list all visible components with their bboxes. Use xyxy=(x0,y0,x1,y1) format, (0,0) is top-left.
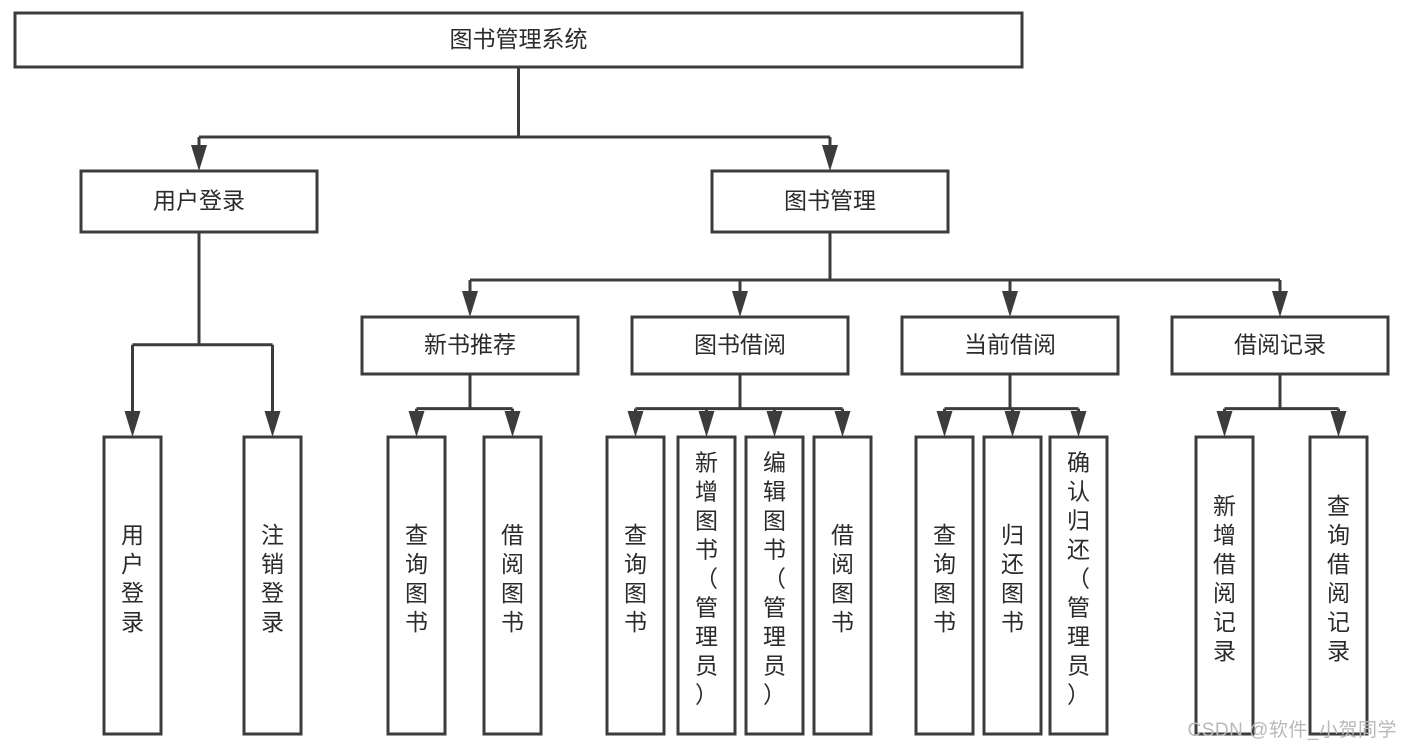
node-current-borrow[interactable]: 当前借阅 xyxy=(900,315,1120,376)
nodes-layer: 图书管理系统用户登录图书管理新书推荐图书借阅当前借阅借阅记录用户登录注销登录查询… xyxy=(13,11,1390,736)
node-label-leaf-query-book-bb: 查询图书 xyxy=(624,522,647,635)
watermark-label: CSDN @软件_小贺同学 xyxy=(1187,720,1397,741)
node-box-leaf-query-book-cb xyxy=(914,435,975,736)
node-label-new-book-recommend: 新书推荐 xyxy=(424,332,516,358)
node-box-borrow-record xyxy=(1170,315,1390,376)
node-label-user-login: 用户登录 xyxy=(153,188,245,214)
node-leaf-confirm-return[interactable]: 确认归还（管理员） xyxy=(1048,435,1109,736)
node-label-leaf-confirm-return: 确认归还（管理员） xyxy=(1067,450,1090,708)
node-box-leaf-edit-book xyxy=(744,435,805,736)
node-label-borrow-record: 借阅记录 xyxy=(1234,332,1326,358)
node-label-leaf-return-book: 归还图书 xyxy=(1001,522,1024,635)
node-box-leaf-borrow-book-rec xyxy=(482,435,543,736)
node-new-book-recommend[interactable]: 新书推荐 xyxy=(360,315,580,376)
node-leaf-query-record[interactable]: 查询借阅记录 xyxy=(1308,435,1369,736)
node-box-leaf-user-login xyxy=(102,435,163,736)
edges-layer xyxy=(124,67,1347,437)
node-label-leaf-query-book-rec: 查询图书 xyxy=(405,522,428,635)
node-label-leaf-add-record: 新增借阅记录 xyxy=(1213,493,1236,664)
node-root[interactable]: 图书管理系统 xyxy=(13,11,1024,69)
node-label-root: 图书管理系统 xyxy=(450,26,588,52)
node-box-leaf-query-record xyxy=(1308,435,1369,736)
node-leaf-add-book[interactable]: 新增图书（管理员） xyxy=(676,435,737,736)
node-leaf-query-book-rec[interactable]: 查询图书 xyxy=(386,435,447,736)
node-leaf-logout[interactable]: 注销登录 xyxy=(242,435,303,736)
node-box-leaf-borrow-book-bb xyxy=(812,435,873,736)
node-box-book-manage xyxy=(710,169,950,234)
node-box-leaf-logout xyxy=(242,435,303,736)
node-box-root xyxy=(13,11,1024,69)
node-label-book-manage: 图书管理 xyxy=(784,188,876,214)
node-leaf-query-book-bb[interactable]: 查询图书 xyxy=(605,435,666,736)
node-label-leaf-borrow-book-rec: 借阅图书 xyxy=(501,522,524,635)
node-label-leaf-query-record: 查询借阅记录 xyxy=(1327,493,1350,664)
node-borrow-record[interactable]: 借阅记录 xyxy=(1170,315,1390,376)
node-box-leaf-return-book xyxy=(982,435,1043,736)
node-label-leaf-query-book-cb: 查询图书 xyxy=(933,522,956,635)
node-label-leaf-edit-book: 编辑图书（管理员） xyxy=(763,450,786,708)
node-box-new-book-recommend xyxy=(360,315,580,376)
node-box-leaf-add-record xyxy=(1194,435,1255,736)
node-label-book-borrow: 图书借阅 xyxy=(694,332,786,358)
node-label-leaf-logout: 注销登录 xyxy=(261,522,284,635)
node-leaf-add-record[interactable]: 新增借阅记录 xyxy=(1194,435,1255,736)
node-box-user-login xyxy=(79,169,319,234)
node-leaf-borrow-book-rec[interactable]: 借阅图书 xyxy=(482,435,543,736)
node-label-leaf-add-book: 新增图书（管理员） xyxy=(695,450,718,708)
node-leaf-query-book-cb[interactable]: 查询图书 xyxy=(914,435,975,736)
node-book-manage[interactable]: 图书管理 xyxy=(710,169,950,234)
node-box-current-borrow xyxy=(900,315,1120,376)
node-leaf-borrow-book-bb[interactable]: 借阅图书 xyxy=(812,435,873,736)
node-leaf-user-login[interactable]: 用户登录 xyxy=(102,435,163,736)
node-box-leaf-confirm-return xyxy=(1048,435,1109,736)
node-box-leaf-query-book-rec xyxy=(386,435,447,736)
node-leaf-return-book[interactable]: 归还图书 xyxy=(982,435,1043,736)
node-book-borrow[interactable]: 图书借阅 xyxy=(630,315,850,376)
node-label-current-borrow: 当前借阅 xyxy=(964,332,1056,358)
node-box-leaf-query-book-bb xyxy=(605,435,666,736)
node-box-book-borrow xyxy=(630,315,850,376)
node-user-login[interactable]: 用户登录 xyxy=(79,169,319,234)
node-label-leaf-borrow-book-bb: 借阅图书 xyxy=(831,522,854,635)
node-label-leaf-user-login: 用户登录 xyxy=(121,522,144,635)
node-leaf-edit-book[interactable]: 编辑图书（管理员） xyxy=(744,435,805,736)
node-box-leaf-add-book xyxy=(676,435,737,736)
